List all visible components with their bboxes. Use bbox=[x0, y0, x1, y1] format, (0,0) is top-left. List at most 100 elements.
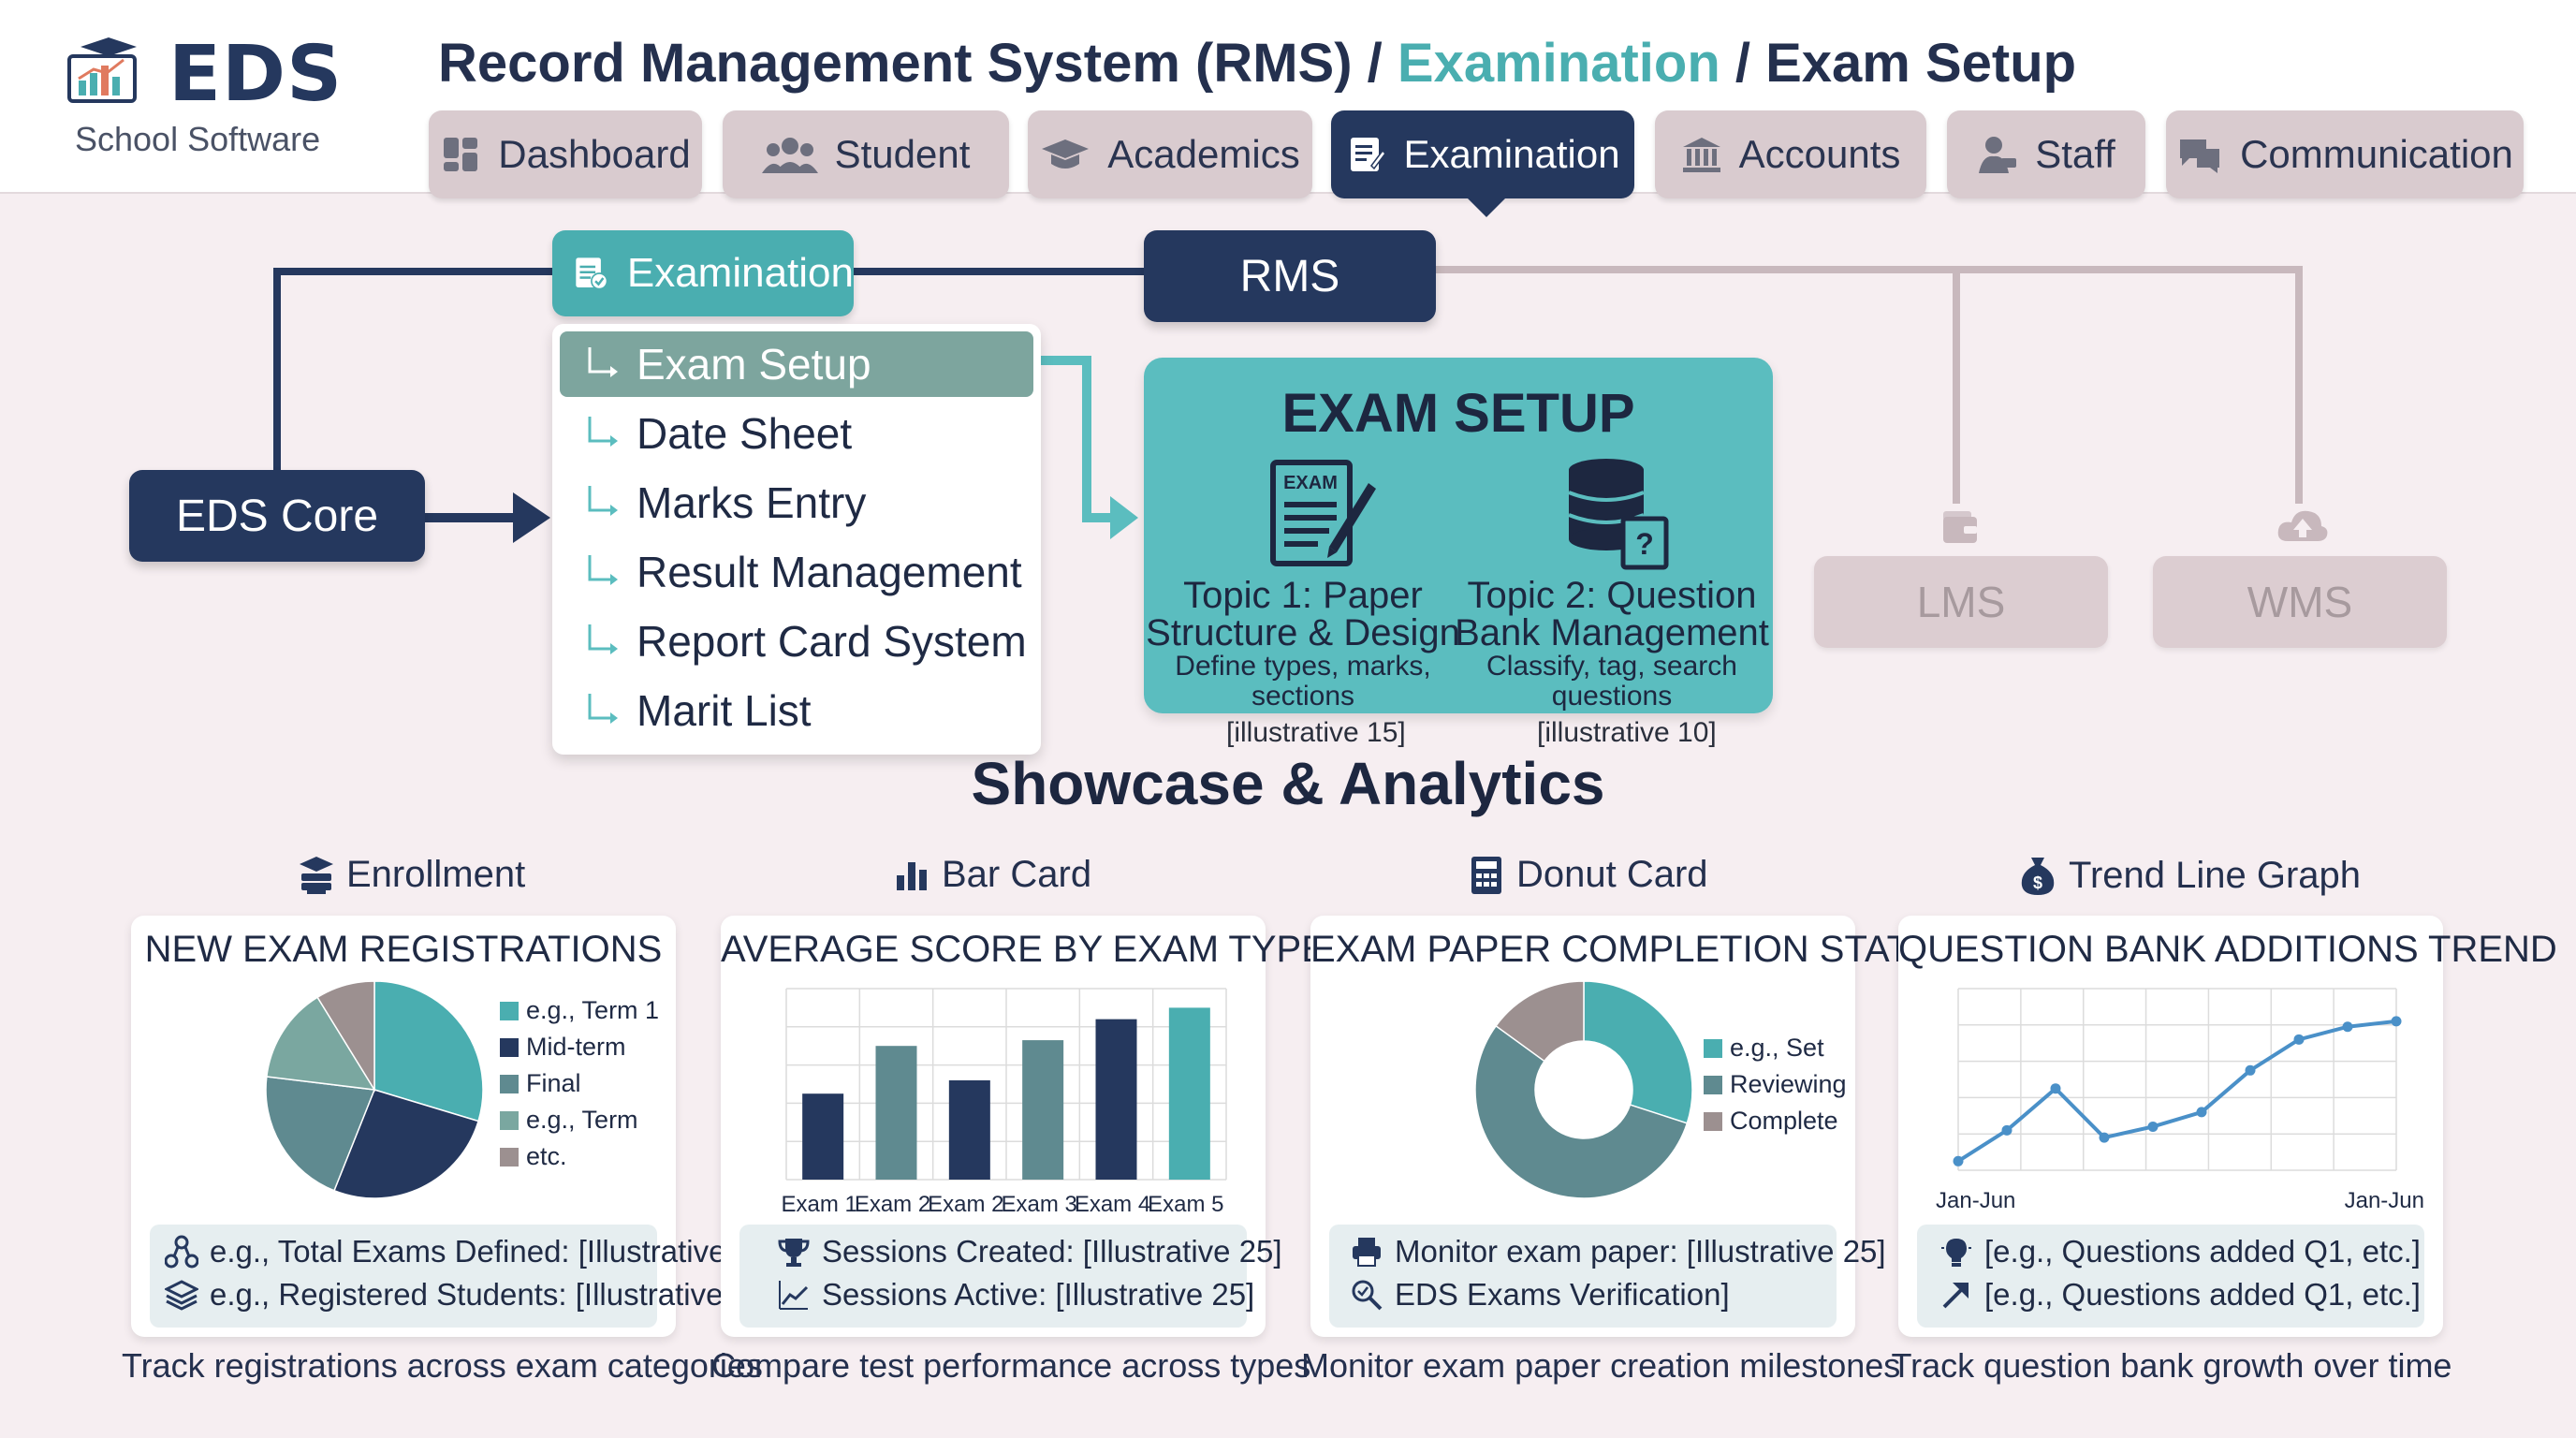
legend-label: e.g., Set bbox=[1730, 1034, 1824, 1062]
rms-node[interactable]: RMS bbox=[1144, 230, 1436, 322]
legend-item: Mid-term bbox=[500, 1029, 659, 1065]
submenu-label: Exam Setup bbox=[637, 340, 871, 389]
arrow-up-right-icon bbox=[1942, 1283, 1969, 1309]
nav-tab-examination[interactable]: Examination bbox=[1331, 110, 1634, 198]
layers-icon bbox=[165, 1280, 198, 1311]
submenu-item-result-management[interactable]: Result Management bbox=[560, 539, 1033, 605]
sub-arrow-icon bbox=[588, 486, 618, 516]
card-head-label: Bar Card bbox=[942, 854, 1092, 895]
pie-slice bbox=[373, 980, 484, 1123]
card-title: EXAM PAPER COMPLETION STATUS bbox=[1310, 929, 1962, 970]
submenu-item-marit-list[interactable]: Marit List bbox=[560, 678, 1033, 743]
data-point bbox=[1953, 1155, 1964, 1167]
tick-label: Exam 3 bbox=[1001, 1192, 1076, 1217]
legend-swatch bbox=[500, 1074, 519, 1093]
card-head-enrollment: Enrollment bbox=[298, 854, 525, 896]
bar bbox=[1095, 1019, 1137, 1180]
bar-chart-icon bbox=[897, 861, 927, 890]
data-point bbox=[2147, 1121, 2159, 1132]
stat-row: Monitor exam paper: [Illustrative 25] bbox=[1350, 1234, 1886, 1269]
stats-panel: Sessions Created: [Illustrative 25] Sess… bbox=[739, 1225, 1282, 1328]
stat-text: [e.g., Questions added Q1, etc.] bbox=[1984, 1277, 2421, 1312]
sub-arrow-icon bbox=[588, 347, 618, 377]
stat-text: Sessions Active: [Illustrative 25] bbox=[822, 1277, 1255, 1312]
submenu-label: Result Management bbox=[637, 548, 1022, 596]
bar bbox=[875, 1046, 917, 1180]
nav-tab-communication[interactable]: Communication bbox=[2166, 110, 2524, 198]
data-point bbox=[2050, 1083, 2061, 1094]
exam-icon-text: EXAM bbox=[1283, 473, 1338, 493]
topic-1-title-line1: Topic 1: Paper bbox=[1183, 575, 1423, 616]
breadcrumb-rms[interactable]: Record Management System (RMS) / bbox=[438, 33, 1398, 94]
showcase-title: Showcase & Analytics bbox=[971, 750, 1605, 817]
logo-subtitle: School Software bbox=[75, 120, 321, 158]
card-title: NEW EXAM REGISTRATIONS bbox=[144, 929, 663, 970]
legend-label: Mid-term bbox=[526, 1033, 626, 1061]
trend-up-icon bbox=[779, 1281, 809, 1310]
pie-slice bbox=[266, 996, 376, 1091]
connector-rms-right bbox=[1432, 266, 1966, 273]
bar bbox=[802, 1093, 844, 1180]
nav-tab-accounts[interactable]: Accounts bbox=[1655, 110, 1926, 198]
nav-tab-staff[interactable]: Staff bbox=[1947, 110, 2145, 198]
card-title: AVERAGE SCORE BY EXAM TYPE bbox=[721, 929, 1326, 970]
pie-slice bbox=[265, 1076, 376, 1192]
nav-label: Student bbox=[834, 132, 971, 176]
topic-2-title-line2: Bank Management bbox=[1455, 612, 1769, 653]
breadcrumb-examination[interactable]: Examination bbox=[1397, 33, 1720, 94]
nav-tab-academics[interactable]: Academics bbox=[1028, 110, 1312, 198]
data-point bbox=[2099, 1132, 2110, 1143]
nav-tab-student[interactable]: Student bbox=[723, 110, 1009, 198]
trend-line bbox=[1956, 1019, 2397, 1163]
lms-node[interactable]: LMS bbox=[1814, 556, 2108, 648]
stat-text: e.g., Total Exams Defined: [Illustrative… bbox=[210, 1234, 778, 1269]
nav-tab-dashboard[interactable]: Dashboard bbox=[429, 110, 702, 198]
data-point bbox=[2391, 1016, 2402, 1027]
stats-panel: e.g., Total Exams Defined: [Illustrative… bbox=[150, 1225, 778, 1328]
submenu-item-exam-setup[interactable]: Exam Setup bbox=[560, 331, 1033, 397]
data-point bbox=[2001, 1124, 2012, 1136]
connector-to-wms-h bbox=[1953, 266, 2303, 273]
examination-submenu: Exam Setup Date Sheet Marks Entry Result… bbox=[552, 324, 1041, 755]
card-caption: Track question bank growth over time bbox=[1891, 1346, 2452, 1385]
exam-setup-panel: EXAM SETUP EXAM ? Topic 1: Paper Structu… bbox=[1144, 358, 1773, 713]
topic-1: Topic 1: Paper Structure & Design Define… bbox=[1144, 577, 1462, 712]
donut-chart bbox=[1474, 980, 1693, 1199]
submenu-item-report-card-system[interactable]: Report Card System bbox=[560, 609, 1033, 674]
bank-icon bbox=[1682, 138, 1720, 172]
arrow-right-icon bbox=[513, 492, 550, 543]
submenu-item-marks-entry[interactable]: Marks Entry bbox=[560, 470, 1033, 536]
legend-label: e.g., Term 1 bbox=[526, 996, 660, 1024]
card-head-label: Enrollment bbox=[346, 854, 526, 895]
topic-2-title-line1: Topic 2: Question bbox=[1467, 575, 1757, 616]
card-head-label: Trend Line Graph bbox=[2069, 854, 2362, 896]
chat-icon bbox=[2180, 139, 2220, 173]
examination-node[interactable]: Examination bbox=[552, 230, 854, 316]
submenu-item-date-sheet[interactable]: Date Sheet bbox=[560, 401, 1033, 466]
exam-sheet-icon bbox=[576, 257, 608, 290]
magnifier-check-icon bbox=[1352, 1280, 1383, 1311]
nav-label: Academics bbox=[1107, 132, 1300, 176]
stat-row: e.g., Total Exams Defined: [Illustrative… bbox=[165, 1234, 778, 1269]
tick-label: Exam 4 bbox=[1075, 1192, 1150, 1217]
submenu-label: Date Sheet bbox=[637, 409, 853, 458]
breadcrumb-exam-setup: / Exam Setup bbox=[1720, 33, 2077, 94]
legend-swatch bbox=[500, 1037, 519, 1057]
pie-slice bbox=[316, 980, 375, 1093]
pie-slice bbox=[1474, 1024, 1689, 1199]
eds-core-node[interactable]: EDS Core bbox=[129, 470, 425, 562]
exam-paper-pencil-icon: EXAM bbox=[1270, 460, 1376, 566]
legend-swatch bbox=[500, 1001, 519, 1020]
wms-node[interactable]: WMS bbox=[2153, 556, 2447, 648]
svg-text:?: ? bbox=[1635, 527, 1654, 561]
tick-label: Exam 2 bbox=[855, 1192, 930, 1217]
legend-label: Complete bbox=[1730, 1107, 1838, 1135]
eds-logo: EDS School Software bbox=[58, 28, 367, 169]
bar bbox=[1022, 1040, 1064, 1180]
tick-label: Exam 1 bbox=[781, 1192, 856, 1217]
